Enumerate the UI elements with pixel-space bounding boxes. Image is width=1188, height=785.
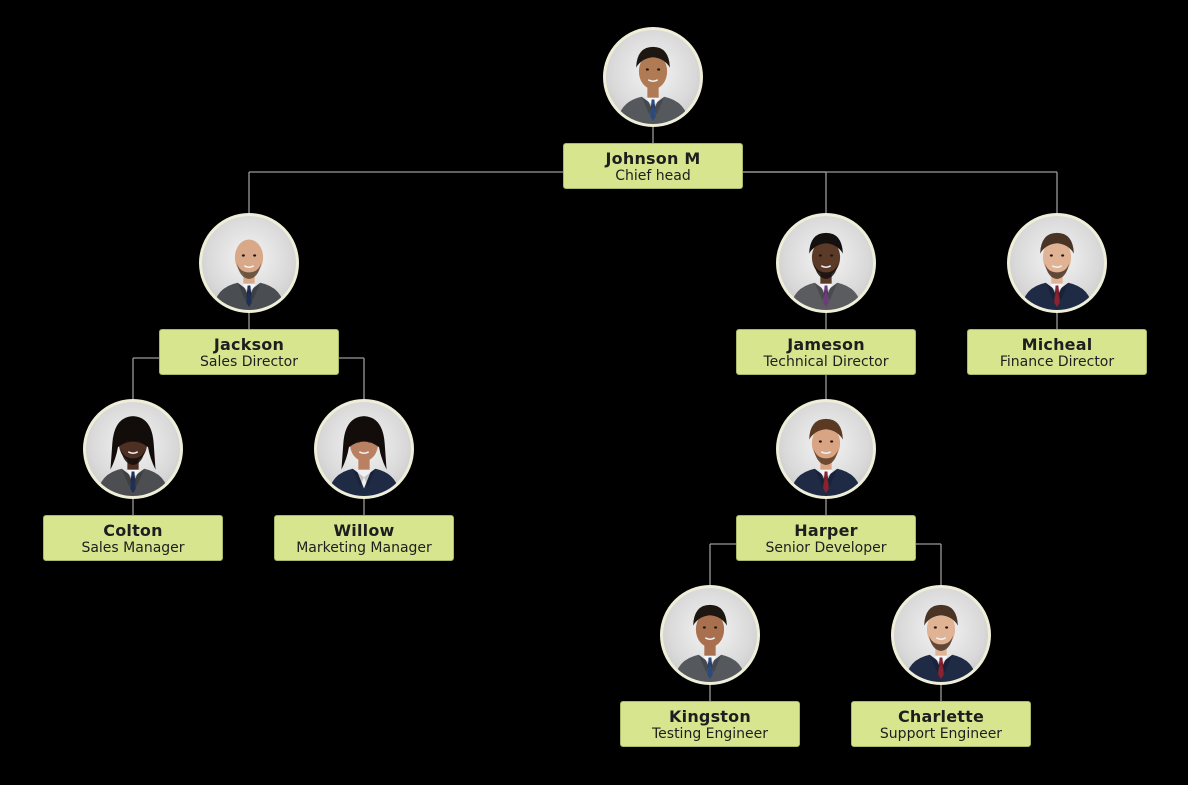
person-avatar-icon (328, 416, 400, 496)
avatar-kingston (660, 585, 760, 685)
node-name: Charlette (897, 707, 985, 726)
node-name: Willow (333, 521, 395, 540)
person-avatar-icon (790, 418, 862, 496)
node-role: Senior Developer (765, 540, 887, 556)
avatar-colton (83, 399, 183, 499)
avatar-micheal (1007, 213, 1107, 313)
node-role: Sales Director (200, 354, 298, 370)
node-role: Chief head (615, 168, 691, 184)
node-name: Jackson (213, 335, 285, 354)
node-role: Technical Director (763, 354, 889, 370)
person-avatar-icon (1021, 232, 1093, 310)
person-avatar-icon (790, 232, 862, 310)
node-role: Support Engineer (879, 726, 1003, 742)
avatar-jameson (776, 213, 876, 313)
avatar-willow (314, 399, 414, 499)
person-avatar-icon (97, 416, 169, 496)
node-name: Jameson (787, 335, 865, 354)
node-name: Kingston (669, 707, 751, 726)
node-name: Johnson M (605, 149, 701, 168)
person-avatar-icon (674, 604, 746, 682)
person-avatar-icon (213, 239, 285, 310)
node-role: Sales Manager (81, 540, 185, 556)
person-avatar-icon (617, 46, 689, 124)
avatar-charlette (891, 585, 991, 685)
node-name: Harper (794, 521, 858, 540)
node-role: Marketing Manager (296, 540, 432, 556)
avatar-harper (776, 399, 876, 499)
node-role: Testing Engineer (651, 726, 769, 742)
person-avatar-icon (905, 604, 977, 682)
node-name: Micheal (1021, 335, 1093, 354)
node-role: Finance Director (999, 354, 1115, 370)
node-name: Colton (103, 521, 163, 540)
avatar-jackson (199, 213, 299, 313)
avatar-johnson (603, 27, 703, 127)
